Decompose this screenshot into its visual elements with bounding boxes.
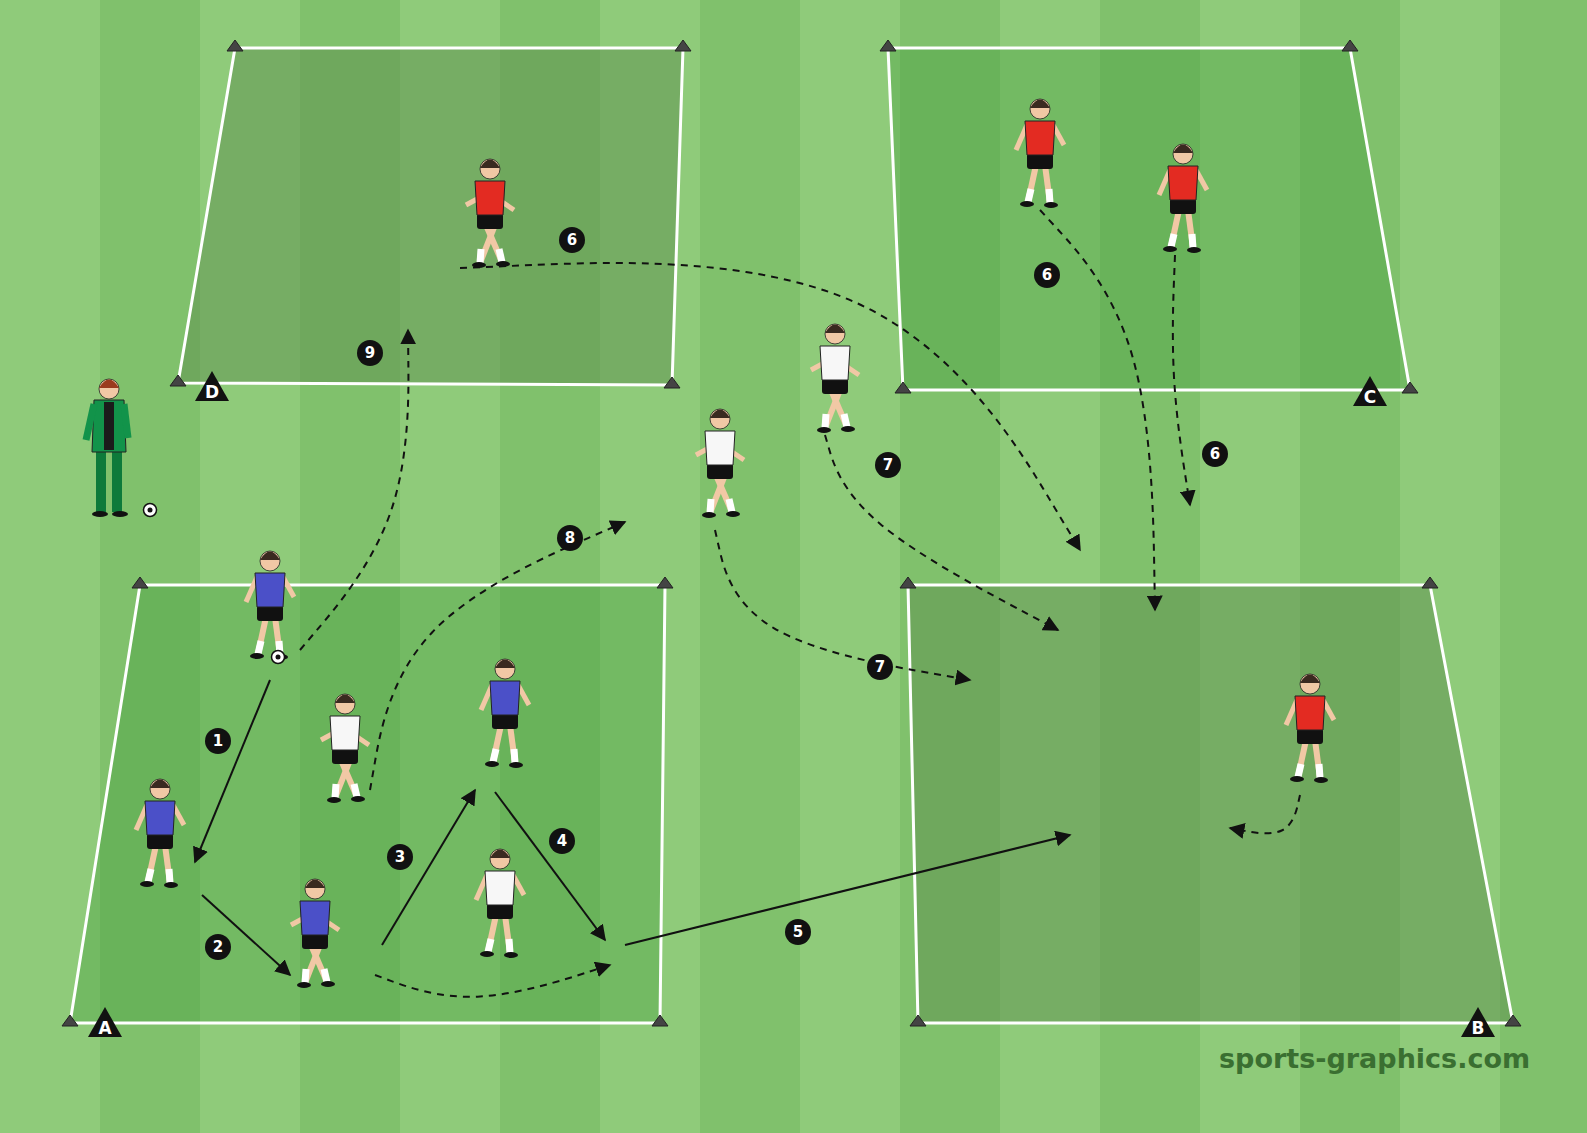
run-arrow [1173,255,1190,505]
cone [675,40,691,51]
ball-patch [276,655,281,660]
cone [900,577,916,588]
cone [657,577,673,588]
cone [1505,1015,1521,1026]
callout-number: 7 [867,654,893,680]
area-marker [195,371,229,401]
area-letter: C [1357,387,1383,407]
area-marker [1461,1007,1495,1037]
run-arrow [300,330,408,650]
drill-area [908,585,1513,1023]
cone [880,40,896,51]
run-arrow [1230,795,1300,833]
run-arrow [825,435,1058,630]
pass-arrow [202,895,290,975]
area-letter: D [199,382,225,402]
callout-number: 4 [549,828,575,854]
ball [144,504,157,517]
area-letter: B [1465,1018,1491,1038]
player [1286,674,1334,783]
run-arrow [370,522,625,790]
cone [170,375,186,386]
run-arrow [460,263,1080,550]
player [291,879,339,988]
callout-number: 1 [205,728,231,754]
ball [272,651,285,664]
player [696,409,744,518]
ball-patch [148,508,153,513]
player [481,659,529,768]
run-arrow [715,530,970,680]
area-marker [1353,376,1387,406]
player [476,849,524,958]
cone [1402,382,1418,393]
callout-number: 2 [205,934,231,960]
player [136,779,184,888]
coach [86,379,128,517]
drill-area [70,585,665,1023]
area-letter: A [92,1018,118,1038]
cone [1342,40,1358,51]
grass-stripe [1500,0,1587,1133]
player [1016,99,1064,208]
callout-number: 6 [1034,262,1060,288]
cone [227,40,243,51]
callout-number: 7 [875,452,901,478]
callout-number: 8 [557,525,583,551]
watermark: sports-graphics.com [1219,1043,1530,1074]
cone [1422,577,1438,588]
pass-arrow [625,835,1070,945]
cone [895,382,911,393]
pass-arrow [382,790,475,945]
callout-number: 9 [357,340,383,366]
callout-number: 3 [387,844,413,870]
grass-stripe [700,0,800,1133]
player [321,694,369,803]
drill-area [178,48,683,385]
callout-number: 5 [785,919,811,945]
cone [910,1015,926,1026]
drill-area [888,48,1410,390]
run-arrow [375,965,610,997]
callout-number: 6 [559,227,585,253]
cone [664,377,680,388]
player [1159,144,1207,253]
player [466,159,514,268]
cone [132,577,148,588]
callout-number: 6 [1202,441,1228,467]
player [811,324,859,433]
player [246,551,294,660]
cone [62,1015,78,1026]
pass-arrow [195,680,270,862]
cone [652,1015,668,1026]
area-marker [88,1007,122,1037]
grass-stripe [800,0,900,1133]
